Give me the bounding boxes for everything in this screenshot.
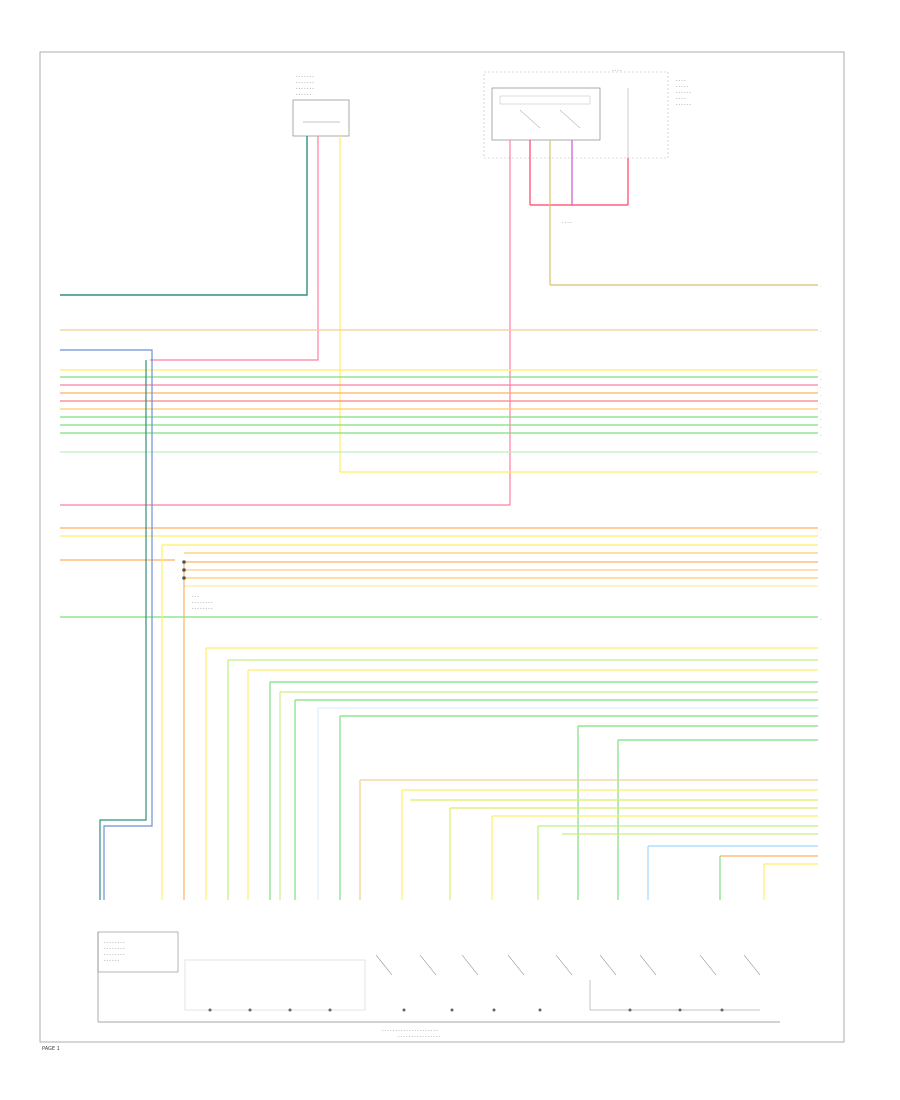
horizontal-bus xyxy=(60,329,818,618)
svg-text:-: - xyxy=(820,527,822,531)
svg-text:- - - - - - -: - - - - - - - xyxy=(296,80,314,85)
svg-text:-: - xyxy=(820,329,822,333)
svg-text:-: - xyxy=(820,377,822,381)
svg-text:- - - - - - - -: - - - - - - - - xyxy=(104,952,125,957)
svg-text:-: - xyxy=(820,417,822,421)
svg-text:- - - - - -: - - - - - - xyxy=(296,92,312,97)
top-right-module: - - - - - - - - - - - - - - - - - - - - … xyxy=(483,68,692,225)
svg-text:-: - xyxy=(820,471,822,475)
svg-text:- - - - - - - - - - - - - - -: - - - - - - - - - - - - - - - - xyxy=(398,1034,441,1039)
svg-text:- - - - - -: - - - - - - xyxy=(676,102,692,107)
svg-text:-: - xyxy=(820,393,822,397)
svg-text:-: - xyxy=(820,425,822,429)
bottom-wire-group xyxy=(359,779,818,900)
svg-text:- - -: - - - xyxy=(192,594,199,599)
page-code: PAGE 1 xyxy=(42,1046,60,1052)
svg-text:-: - xyxy=(820,401,822,405)
svg-text:-: - xyxy=(820,535,822,539)
svg-text:- - - - - -: - - - - - - xyxy=(676,90,692,95)
svg-text:- - - -: - - - - xyxy=(562,220,572,225)
svg-text:- - - - - - - -: - - - - - - - - xyxy=(104,940,125,945)
svg-text:-: - xyxy=(820,617,822,621)
svg-text:- - - -: - - - - xyxy=(676,96,686,101)
right-pin-markers: - - - - - - - - - - - - - - - - xyxy=(820,284,822,621)
bottom-components: - - - - - - - - - - - - - - - - - - - - … xyxy=(97,931,780,1039)
svg-text:- - - - - - - -: - - - - - - - - xyxy=(192,606,213,611)
top-left-wires xyxy=(60,136,818,473)
svg-text:-: - xyxy=(820,369,822,373)
svg-text:- - - - - - - - - - - - - - -: - - - - - - - - - - - - - - - - - - - - … xyxy=(382,1028,438,1033)
top-left-module: - - - - - - - - - - - - - - - - - - - - … xyxy=(292,74,350,137)
svg-text:-: - xyxy=(820,409,822,413)
svg-text:-: - xyxy=(820,433,822,437)
svg-text:- - - -: - - - - xyxy=(612,68,622,73)
left-trunk xyxy=(60,349,153,900)
svg-text:- - - - - - -: - - - - - - - xyxy=(296,86,314,91)
svg-text:- - - - -: - - - - - xyxy=(676,84,689,89)
top-right-wires xyxy=(509,88,818,505)
splice-fan: - - - - - - - - - - - - - - - - - - - xyxy=(161,544,818,900)
svg-text:-: - xyxy=(820,451,822,455)
svg-text:- - - -: - - - - xyxy=(676,78,686,83)
svg-text:- - - - - - - -: - - - - - - - - xyxy=(104,946,125,951)
diagram-border xyxy=(39,51,845,1043)
svg-text:- - - - - -: - - - - - - xyxy=(104,958,120,963)
svg-text:- - - - - - - -: - - - - - - - - xyxy=(192,600,213,605)
svg-text:-: - xyxy=(820,284,822,288)
svg-text:-: - xyxy=(820,385,822,389)
module-label-line: - - - - - - - xyxy=(296,74,314,79)
lower-wire-group xyxy=(205,647,818,900)
